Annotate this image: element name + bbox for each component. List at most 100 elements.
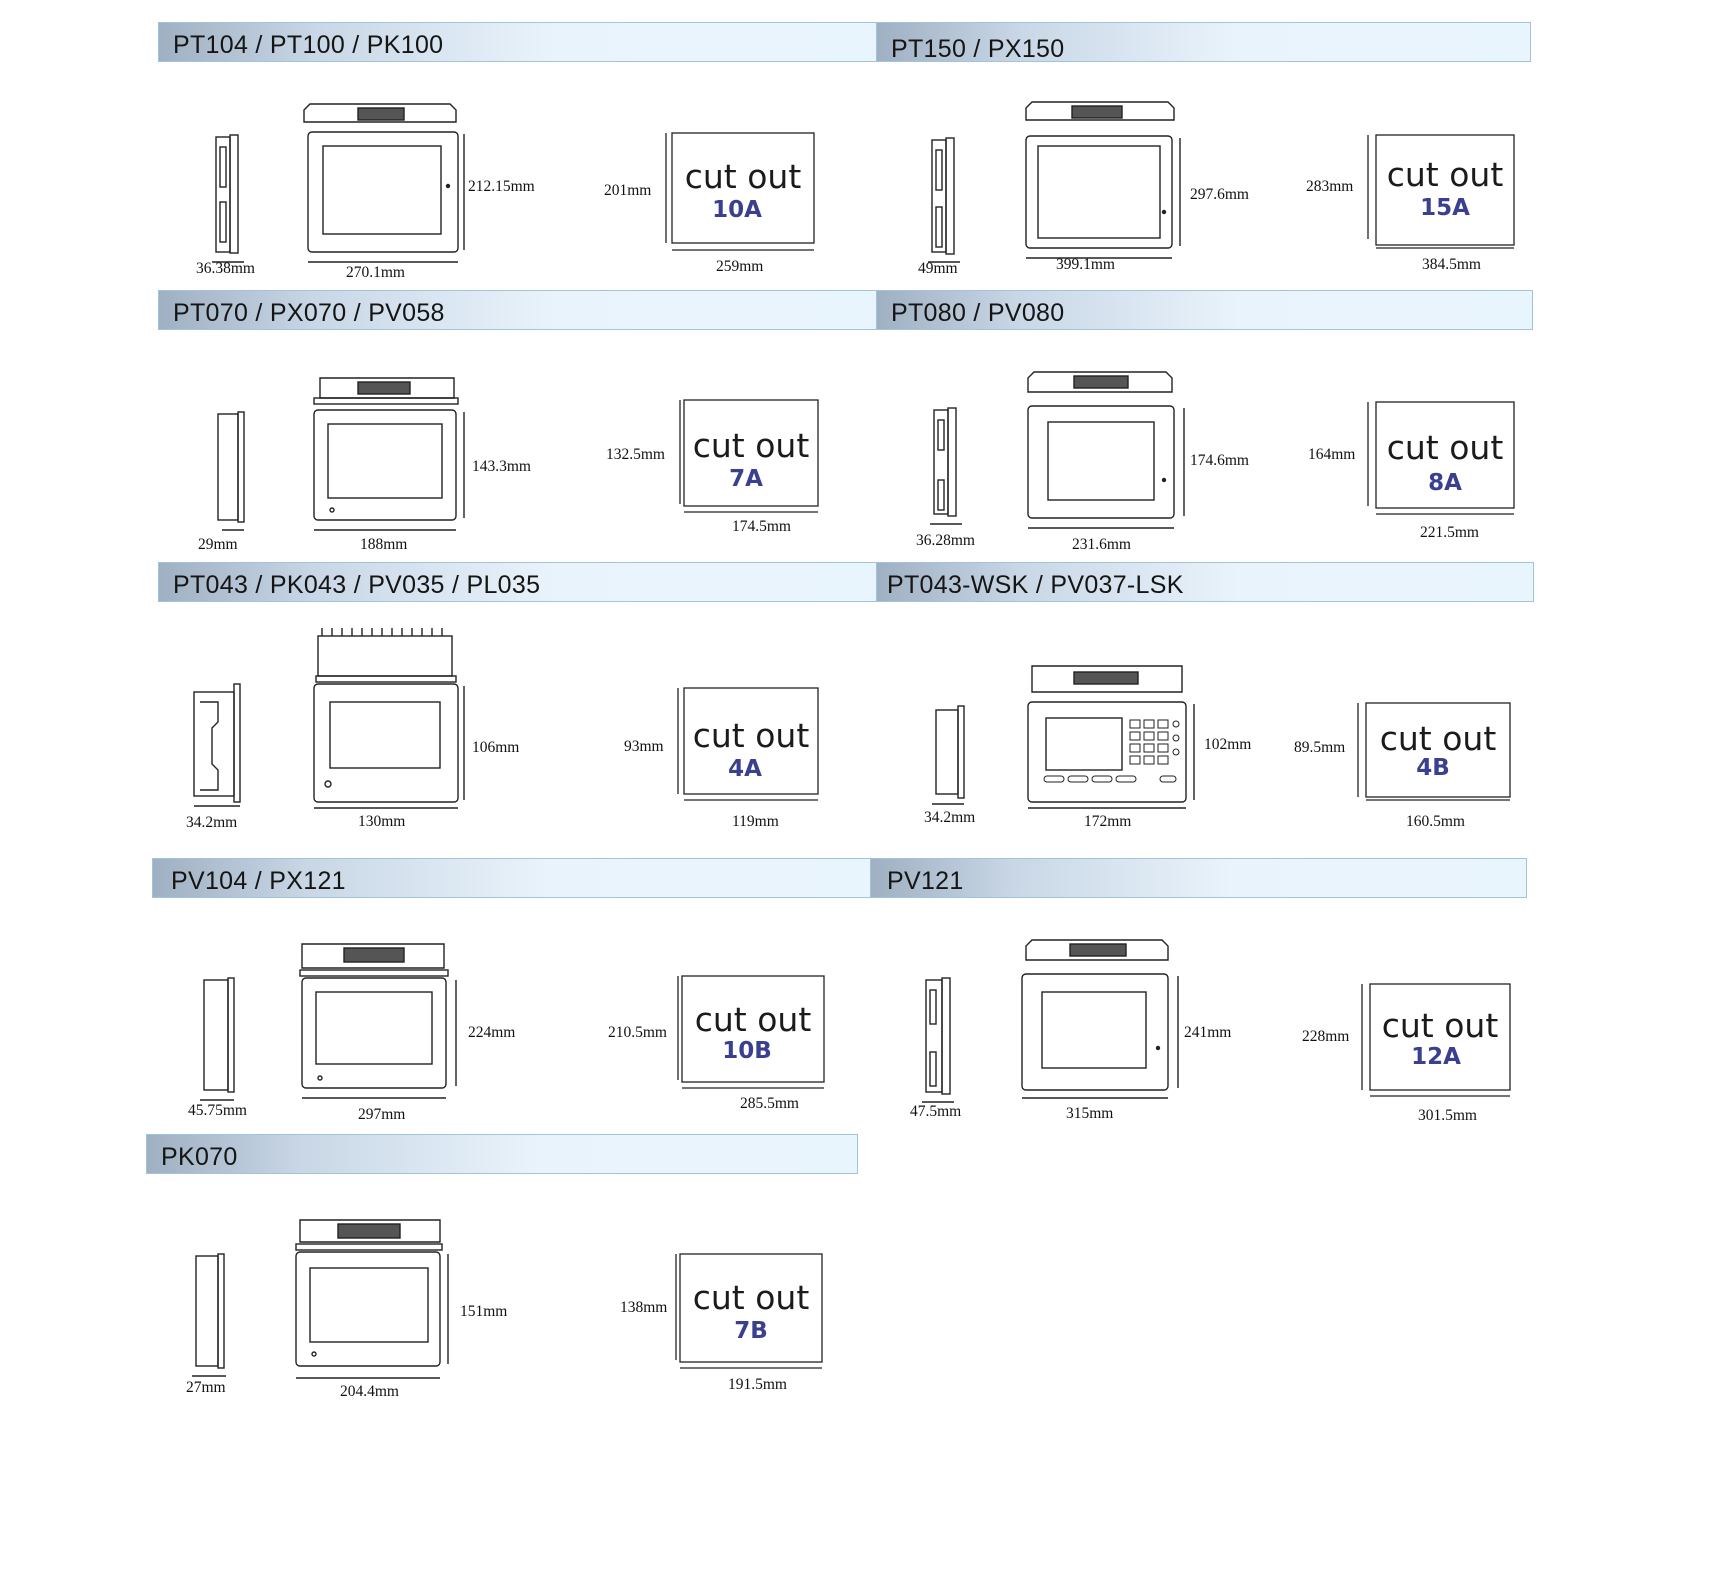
section-header: PV104 / PX121 <box>152 858 872 898</box>
width-label: 270.1mm <box>346 264 405 281</box>
cutout-box: cut out 4A <box>684 688 818 794</box>
height-label: 297.6mm <box>1190 186 1249 203</box>
section-title: PV104 / PX121 <box>171 867 346 895</box>
side-view-drawing <box>928 101 1181 263</box>
cutout-label: cut out <box>1379 719 1497 758</box>
section-header: PT104 / PT100 / PK100 <box>158 22 878 62</box>
height-label: 241mm <box>1184 1024 1232 1041</box>
section-pt043: PT043 / PK043 / PV035 / PL035 34.2mm 106… <box>158 562 878 842</box>
cutout-code: 15A <box>1420 195 1470 221</box>
cutout-label: cut out <box>692 426 810 465</box>
section-pt150: PT150 / PX150 49mm 297.6mm 399.1mm cut o… <box>876 22 1531 292</box>
cutout-label: cut out <box>692 1278 810 1317</box>
width-label: 130mm <box>358 813 406 830</box>
cutout-code: 8A <box>1428 470 1462 496</box>
section-title: PT080 / PV080 <box>891 299 1065 327</box>
cutout-box: cut out 7B <box>680 1254 822 1362</box>
side-view-drawing <box>217 377 465 531</box>
section-title: PV121 <box>887 867 964 895</box>
cutout-code: 4A <box>728 756 762 782</box>
cutout-drawing <box>679 399 819 513</box>
cutout-box: cut out 12A <box>1370 984 1510 1090</box>
height-label: 106mm <box>472 739 520 756</box>
cutout-box: cut out 10A <box>672 133 814 243</box>
width-label: 188mm <box>360 536 408 553</box>
section-title: PT150 / PX150 <box>891 35 1065 63</box>
cutout-height-label: 132.5mm <box>606 446 665 463</box>
width-label: 204.4mm <box>340 1383 399 1400</box>
section-header: PT043 / PK043 / PV035 / PL035 <box>158 562 878 602</box>
side-view-drawing <box>212 103 465 263</box>
cutout-width-label: 221.5mm <box>1420 524 1479 541</box>
section-title: PT070 / PX070 / PV058 <box>173 299 445 327</box>
cutout-label: cut out <box>692 716 810 755</box>
side-view-drawing <box>192 1219 449 1379</box>
section-title: PK070 <box>161 1143 238 1171</box>
height-label: 212.15mm <box>468 178 535 195</box>
cutout-height-label: 89.5mm <box>1294 739 1346 756</box>
side-view-drawing <box>932 665 1195 809</box>
cutout-box: cut out 15A <box>1376 135 1514 245</box>
height-label: 143.3mm <box>472 458 531 475</box>
section-title: PT104 / PT100 / PK100 <box>173 31 444 59</box>
cutout-height-label: 201mm <box>604 182 652 199</box>
cutout-drawing <box>1367 134 1515 249</box>
height-label: 174.6mm <box>1190 452 1249 469</box>
cutout-code: 4B <box>1416 755 1450 781</box>
cutout-height-label: 164mm <box>1308 446 1356 463</box>
cutout-width-label: 119mm <box>732 813 779 830</box>
section-header: PK070 <box>146 1134 858 1174</box>
cutout-drawing <box>1361 983 1511 1097</box>
side-view-drawing <box>193 628 465 809</box>
cutout-label: cut out <box>1386 428 1504 467</box>
cutout-height-label: 210.5mm <box>608 1024 667 1041</box>
cutout-drawing <box>677 687 819 801</box>
width-label: 297mm <box>358 1106 406 1123</box>
side-view-drawing <box>930 371 1185 529</box>
height-label: 224mm <box>468 1024 516 1041</box>
cutout-code: 7A <box>729 466 763 492</box>
height-label: 151mm <box>460 1303 508 1320</box>
section-pk070: PK070 27mm 151mm 204.4mm cut out 7B 138m… <box>146 1134 858 1404</box>
cutout-width-label: 384.5mm <box>1422 256 1481 273</box>
cutout-drawing <box>665 132 815 251</box>
section-pt043-wsk: PT043-WSK / PV037-LSK 34.2mm 102mm 172mm <box>876 562 1534 842</box>
cutout-code: 10B <box>722 1038 772 1064</box>
cutout-label: cut out <box>694 1000 812 1039</box>
width-label: 172mm <box>1084 813 1132 830</box>
section-header: PT150 / PX150 <box>876 22 1531 63</box>
cutout-drawing <box>1357 702 1511 801</box>
cutout-drawing <box>677 975 825 1089</box>
cutout-label: cut out <box>684 157 802 196</box>
cutout-label: cut out <box>1381 1006 1499 1045</box>
depth-label: 34.2mm <box>924 809 976 826</box>
depth-label: 34.2mm <box>186 814 238 831</box>
depth-label: 36.28mm <box>916 532 975 549</box>
section-pt080: PT080 / PV080 36.28mm 174.6mm 231.6mm cu… <box>876 290 1533 560</box>
cutout-drawing <box>1367 401 1515 515</box>
cutout-code: 7B <box>734 1318 768 1344</box>
depth-label: 36.38mm <box>196 260 255 277</box>
cutout-code: 10A <box>712 197 762 223</box>
cutout-height-label: 138mm <box>620 1299 668 1316</box>
section-header: PV121 <box>870 858 1527 898</box>
width-label: 399.1mm <box>1056 256 1115 273</box>
depth-label: 49mm <box>918 260 958 277</box>
section-pt070: PT070 / PX070 / PV058 29mm 143.3mm 188mm… <box>158 290 878 560</box>
cutout-label: cut out <box>1386 155 1504 194</box>
cutout-height-label: 93mm <box>624 738 664 755</box>
section-title: PT043 / PK043 / PV035 / PL035 <box>173 571 541 599</box>
height-label: 102mm <box>1204 736 1252 753</box>
section-title: PT043-WSK / PV037-LSK <box>887 571 1184 599</box>
cutout-width-label: 259mm <box>716 258 764 275</box>
cutout-width-label: 174.5mm <box>732 518 791 535</box>
side-view-drawing <box>200 943 457 1101</box>
width-label: 315mm <box>1066 1105 1114 1122</box>
section-pt104: PT104 / PT100 / PK100 36.38mm 212.15mm 2… <box>158 22 878 292</box>
cutout-height-label: 283mm <box>1306 178 1354 195</box>
width-label: 231.6mm <box>1072 536 1131 553</box>
cutout-width-label: 160.5mm <box>1406 813 1465 830</box>
cutout-width-label: 191.5mm <box>728 1376 787 1393</box>
side-view-drawing <box>922 939 1179 1103</box>
cutout-box: cut out 4B <box>1366 703 1510 797</box>
